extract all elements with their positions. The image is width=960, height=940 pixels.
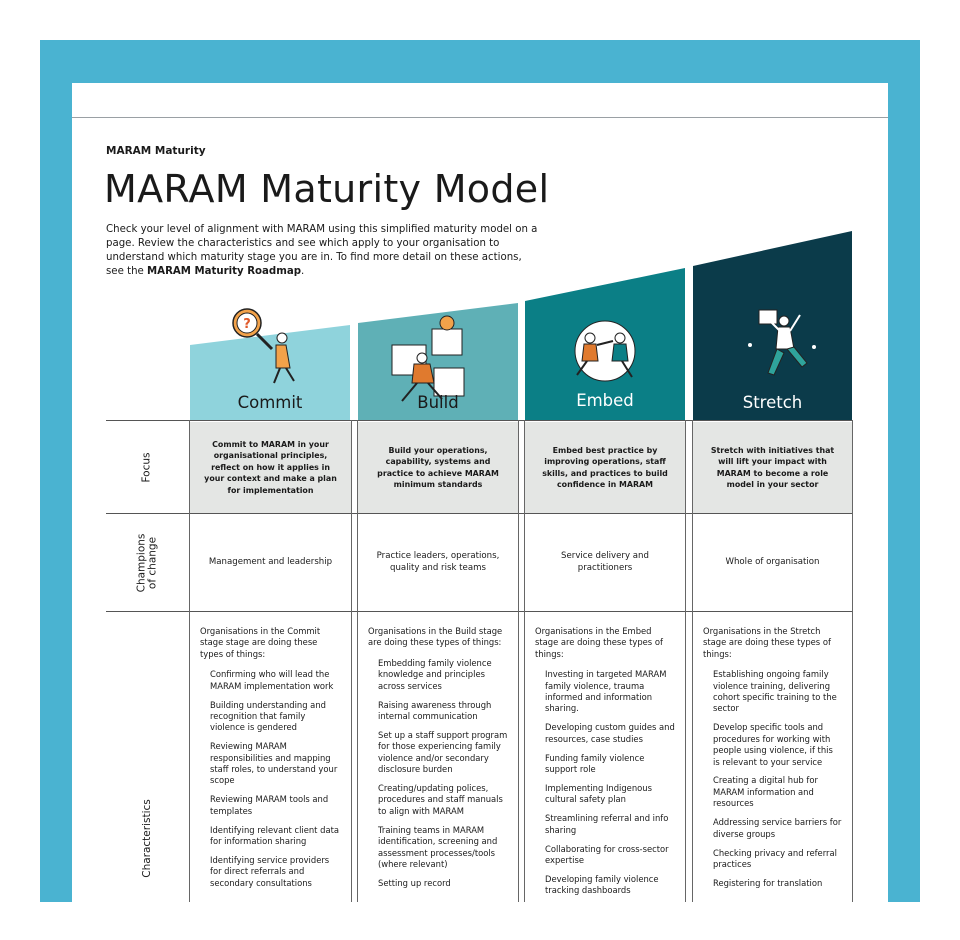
list-item: Investing in targeted MARAM family viole… <box>545 669 667 714</box>
intro-paragraph: Check your level of alignment with MARAM… <box>106 223 541 279</box>
champions-cell-embed: Service delivery and practitioners <box>561 551 649 573</box>
list-item: Reviewing MARAM tools and templates <box>210 794 329 816</box>
column-divider <box>852 420 853 902</box>
header-divider <box>72 117 888 118</box>
champions-cell-build: Practice leaders, operations, quality an… <box>376 551 500 573</box>
champions-cell-stretch: Whole of organisation <box>725 556 820 567</box>
list-item: Streamlining referral and info sharing <box>545 813 669 835</box>
column-divider <box>351 420 352 902</box>
list-item: Identifying relevant client data for inf… <box>210 824 339 847</box>
characteristics-list: Establishing ongoing family violence tra… <box>703 669 842 889</box>
list-item: Set up a staff support program for those… <box>378 729 508 775</box>
question-magnifier-figure-icon: ? <box>232 308 295 384</box>
column-divider <box>518 420 519 902</box>
list-item: Reviewing MARAM responsibilities and map… <box>210 741 338 786</box>
team-circle-figure-icon <box>574 320 636 382</box>
list-item: Addressing service barriers for diverse … <box>713 817 842 839</box>
champions-cell-commit: Management and leadership <box>208 556 333 567</box>
list-item: Creating a digital hub for MARAM informa… <box>713 775 818 809</box>
list-item: Implementing Indigenous cultural safety … <box>545 782 652 805</box>
characteristics-list: Confirming who will lead the MARAM imple… <box>200 669 341 889</box>
row-label-champions-line1: Champions <box>135 533 147 592</box>
list-item: Creating/updating polices, procedures an… <box>378 782 503 816</box>
list-item: Developing custom guides and resources, … <box>545 722 675 744</box>
characteristics-lead: Organisations in the Commit stage stage … <box>200 626 321 659</box>
roadmap-link[interactable]: MARAM Maturity Roadmap <box>147 266 301 277</box>
row-label-champions-line2: of change <box>146 536 158 589</box>
stage-headers: ? <box>190 231 852 420</box>
focus-cell-embed: Embed best practice by improving operati… <box>525 422 685 513</box>
list-item: Develop specific tools and procedures fo… <box>713 722 833 767</box>
list-item: Raising awareness through internal commu… <box>378 699 492 721</box>
puzzle-figure-icon <box>391 315 465 402</box>
stage-name-commit: Commit <box>237 393 303 412</box>
characteristics-lead: Organisations in the Stretch stage are d… <box>703 626 831 659</box>
row-label-characteristics-text: Characteristics <box>140 798 153 878</box>
row-label-characteristics: Characteristics <box>106 733 188 902</box>
list-item: Developing family violence tracking dash… <box>545 873 659 896</box>
focus-cell-commit: Commit to MARAM in your organisational p… <box>190 422 351 513</box>
page-frame: MARAM Maturity MARAM Maturity Model Chec… <box>40 40 920 902</box>
table-divider <box>106 420 853 421</box>
list-item: Setting up record <box>378 877 451 888</box>
stretch-stage-shape <box>693 231 852 420</box>
list-item: Funding family violence support role <box>545 752 645 775</box>
table-divider <box>106 611 853 612</box>
build-stage-shape <box>358 303 518 420</box>
list-item: Building understanding and recognition t… <box>210 699 326 733</box>
focus-cell-build: Build your operations, capability, syste… <box>358 422 518 513</box>
characteristics-lead: Organisations in the Embed stage are doi… <box>535 626 663 659</box>
characteristics-cell-stretch: Organisations in the Stretch stage are d… <box>693 626 852 897</box>
list-item: Collaborating for cross-sector expertise <box>545 843 669 865</box>
column-divider <box>692 420 693 902</box>
stage-name-build: Build <box>417 393 459 412</box>
characteristics-list: Investing in targeted MARAM family viole… <box>535 669 675 897</box>
list-item: Checking privacy and referral practices <box>713 847 837 869</box>
list-item: Establishing ongoing family violence tra… <box>713 669 837 714</box>
intro-text: Check your level of alignment with MARAM… <box>106 224 538 277</box>
document-page: MARAM Maturity MARAM Maturity Model Chec… <box>72 83 888 902</box>
row-label-focus: Focus <box>106 422 188 513</box>
list-item: Identifying service providers for direct… <box>210 855 330 888</box>
characteristics-list: Embedding family violence knowledge and … <box>368 658 508 889</box>
intro-end: . <box>300 266 305 277</box>
stage-name-stretch: Stretch <box>742 393 803 412</box>
page-title: MARAM Maturity Model <box>104 167 550 211</box>
svg-text:?: ? <box>243 317 251 332</box>
stage-name-embed: Embed <box>576 391 634 410</box>
list-item: Confirming who will lead the MARAM imple… <box>210 669 334 691</box>
list-item: Training teams in MARAM identification, … <box>378 824 498 869</box>
row-label-focus-text: Focus <box>140 452 153 483</box>
characteristics-cell-embed: Organisations in the Embed stage are doi… <box>525 626 685 902</box>
characteristics-cell-commit: Organisations in the Commit stage stage … <box>190 626 351 897</box>
list-item: Registering for translation <box>713 877 823 888</box>
stretch-figure-icon <box>748 309 816 376</box>
characteristics-cell-build: Organisations in the Build stage are doi… <box>358 626 518 897</box>
column-divider <box>524 420 525 902</box>
table-divider <box>106 513 853 514</box>
column-divider <box>685 420 686 902</box>
section-kicker: MARAM Maturity <box>106 145 206 157</box>
commit-stage-shape <box>190 325 350 420</box>
focus-cell-stretch: Stretch with initiatives that will lift … <box>693 422 852 513</box>
characteristics-lead: Organisations in the Build stage are doi… <box>368 626 503 648</box>
column-divider <box>357 420 358 902</box>
list-item: Embedding family violence knowledge and … <box>378 657 492 691</box>
column-divider <box>189 420 190 902</box>
